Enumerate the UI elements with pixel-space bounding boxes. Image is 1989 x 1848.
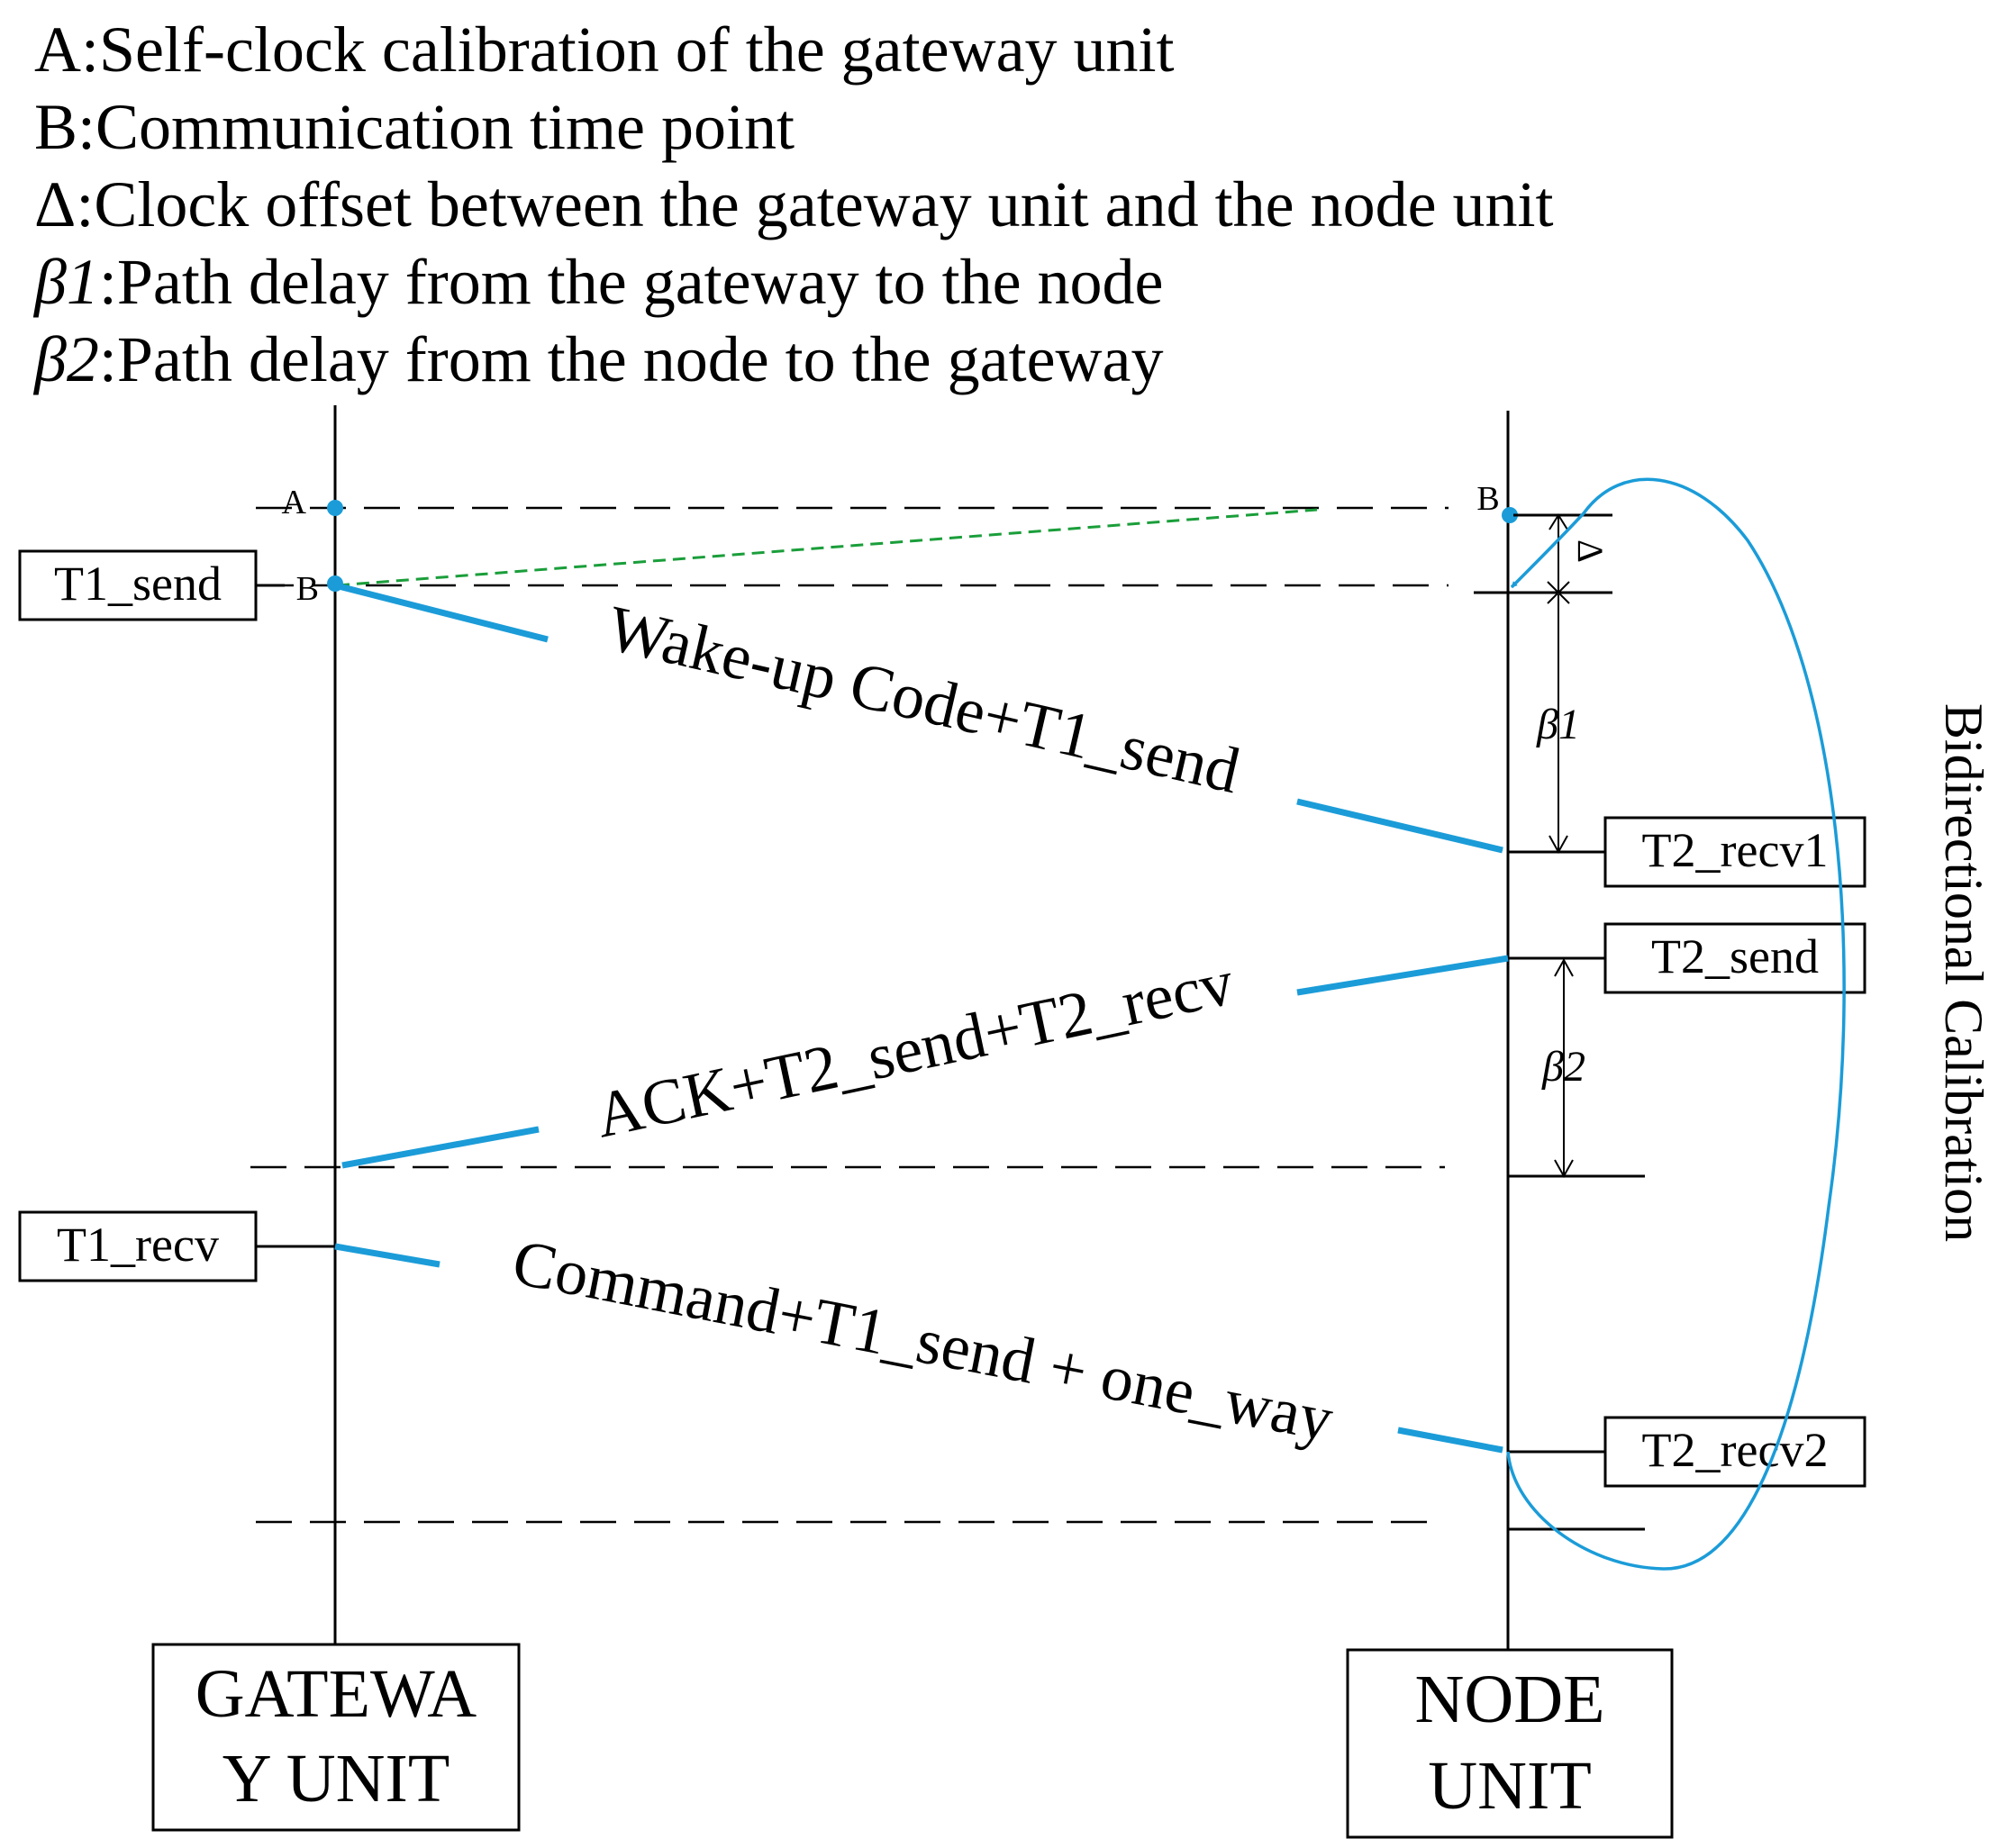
legend-text: :Path delay from the gateway to the node [98, 246, 1164, 318]
t1-send-box [18, 549, 258, 621]
node-unit-label-line1: NODE [1414, 1662, 1604, 1737]
legend-symbol: β1 [34, 246, 99, 318]
t2-recv1-box [1603, 816, 1866, 888]
beta1-arrow-bottom [1549, 835, 1568, 855]
t2-recv1-label: T2_recv1 [1642, 823, 1829, 877]
wakeup-message-label: Wake-up Code+T1_send [601, 592, 1246, 807]
gateway-point-a [327, 500, 343, 516]
t2-send-label: T2_send [1651, 929, 1819, 983]
ack-message-label: ACK+T2_send+T2_recv [589, 946, 1240, 1151]
command-message-label: Command+T1_send + one_way [507, 1226, 1339, 1455]
legend-symbol: Δ [34, 168, 77, 240]
label-node-b: B [1476, 480, 1499, 518]
t2-recv2-box [1603, 1416, 1866, 1488]
legend-item-b: B:Communication time point [34, 88, 1554, 166]
legend-symbol: B [34, 91, 78, 163]
legend-item-beta1: β1:Path delay from the gateway to the no… [34, 243, 1554, 321]
legend-item-delta: Δ:Clock offset between the gateway unit … [34, 166, 1554, 243]
node-unit-box [1346, 1648, 1674, 1839]
beta1-label: β1 [1536, 701, 1580, 748]
delta-tick-bottom [1547, 581, 1570, 604]
gateway-unit-label-line2: Y UNIT [223, 1741, 450, 1816]
gateway-unit-box [151, 1643, 521, 1832]
t1-recv-label: T1_recv [57, 1218, 219, 1272]
beta2-arrow-bottom [1554, 1159, 1574, 1179]
t2-recv2-label: T2_recv2 [1642, 1423, 1829, 1477]
command-arrow-tail [334, 1243, 440, 1268]
node-point-b [1502, 507, 1518, 523]
wakeup-arrow-tail [334, 582, 549, 643]
command-arrow-head [1397, 1427, 1503, 1454]
legend: A:Self-clock calibration of the gateway … [34, 11, 1554, 398]
delta-arrow-top [1549, 513, 1568, 530]
t1-recv-box [18, 1210, 258, 1282]
loop-label: Bidirectional Calibration [1934, 703, 1989, 1242]
offset-dashed-line [336, 508, 1318, 587]
delta-label: Δ [1570, 539, 1611, 563]
wakeup-arrow-head [1296, 798, 1503, 854]
legend-text: :Clock offset between the gateway unit a… [76, 168, 1554, 240]
t2-send-box [1603, 922, 1866, 994]
legend-text: :Communication time point [77, 91, 795, 163]
legend-item-beta2: β2:Path delay from the node to the gatew… [34, 321, 1554, 398]
node-unit-label-line2: UNIT [1428, 1748, 1592, 1824]
beta2-arrow-top [1554, 957, 1574, 977]
label-gateway-b: B [296, 570, 319, 608]
ack-arrow-head [341, 1126, 540, 1169]
calibration-loop [1506, 477, 1846, 1571]
legend-symbol: β2 [34, 323, 99, 395]
legend-symbol: A [34, 14, 81, 86]
legend-text: :Self-clock calibration of the gateway u… [81, 14, 1175, 86]
gateway-unit-label-line1: GATEWA [195, 1656, 477, 1732]
beta2-label: β2 [1541, 1043, 1585, 1091]
t1-send-label: T1_send [54, 557, 222, 611]
legend-item-a: A:Self-clock calibration of the gateway … [34, 11, 1554, 88]
legend-text: :Path delay from the node to the gateway [98, 323, 1164, 395]
ack-arrow-tail [1296, 955, 1509, 996]
label-gateway-a: A [282, 484, 307, 521]
